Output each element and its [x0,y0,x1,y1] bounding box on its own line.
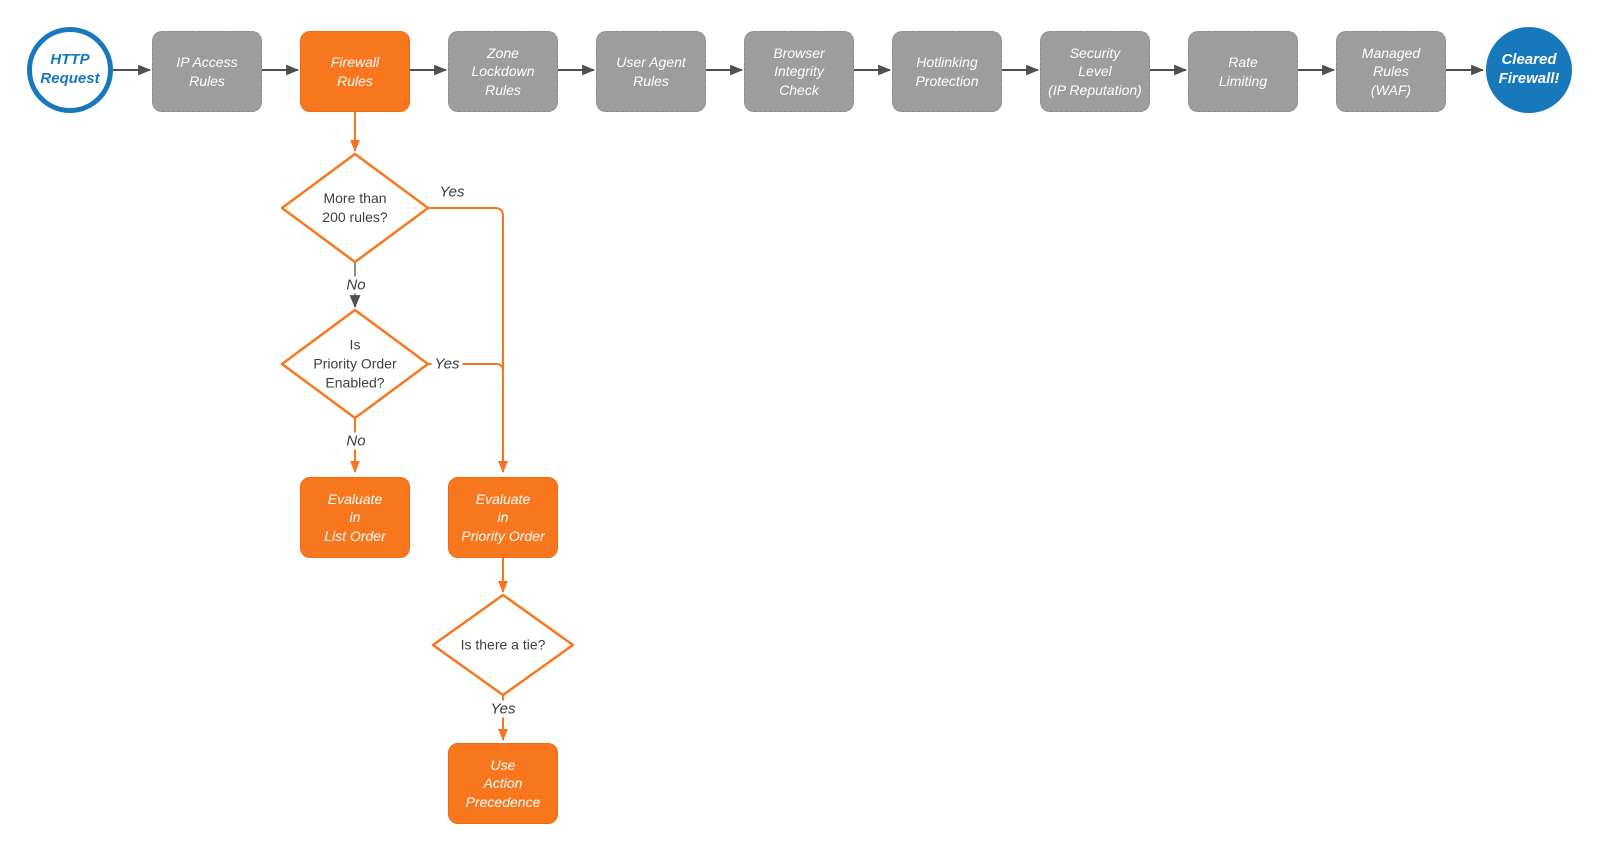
node-managed-rules-waf: Managed Rules (WAF) [1336,31,1446,112]
edge-label-decision1-no: No [343,276,369,294]
node-use-action-precedence: Use Action Precedence [448,743,558,824]
edge-label-decision3-yes: Yes [487,700,519,718]
node-ip-access-rules: IP Access Rules [152,31,262,112]
node-hotlinking-protection: Hotlinking Protection [892,31,1002,112]
decision-more-than-200-rules-label: More than 200 rules? [322,190,388,225]
node-rate-limiting: Rate Limiting [1188,31,1298,112]
decision-is-there-a-tie-shape [431,593,575,697]
node-browser-integrity-check: Browser Integrity Check [744,31,854,112]
node-evaluate-in-list-order: Evaluate in List Order [300,477,410,558]
edge-decision2-yes [428,363,504,372]
edge-label-decision2-yes: Yes [431,355,463,373]
node-cleared-firewall: Cleared Firewall! [1486,27,1572,113]
decision-priority-order-enabled-label: Is Priority Order Enabled? [313,336,397,391]
node-evaluate-in-priority-order: Evaluate in Priority Order [448,477,558,558]
node-firewall-rules: Firewall Rules [300,31,410,112]
edge-label-decision2-no: No [343,432,369,450]
node-user-agent-rules: User Agent Rules [596,31,706,112]
node-security-level: Security Level (IP Reputation) [1040,31,1150,112]
node-http-request: HTTP Request [27,27,113,113]
edge-decision1-yes [428,207,508,473]
decision-priority-order-enabled-shape [280,308,430,420]
edge-label-decision1-yes: Yes [436,183,468,201]
decision-more-than-200-rules-shape [280,152,430,264]
decision-is-there-a-tie-label: Is there a tie? [460,636,546,653]
node-zone-lockdown-rules: Zone Lockdown Rules [448,31,558,112]
